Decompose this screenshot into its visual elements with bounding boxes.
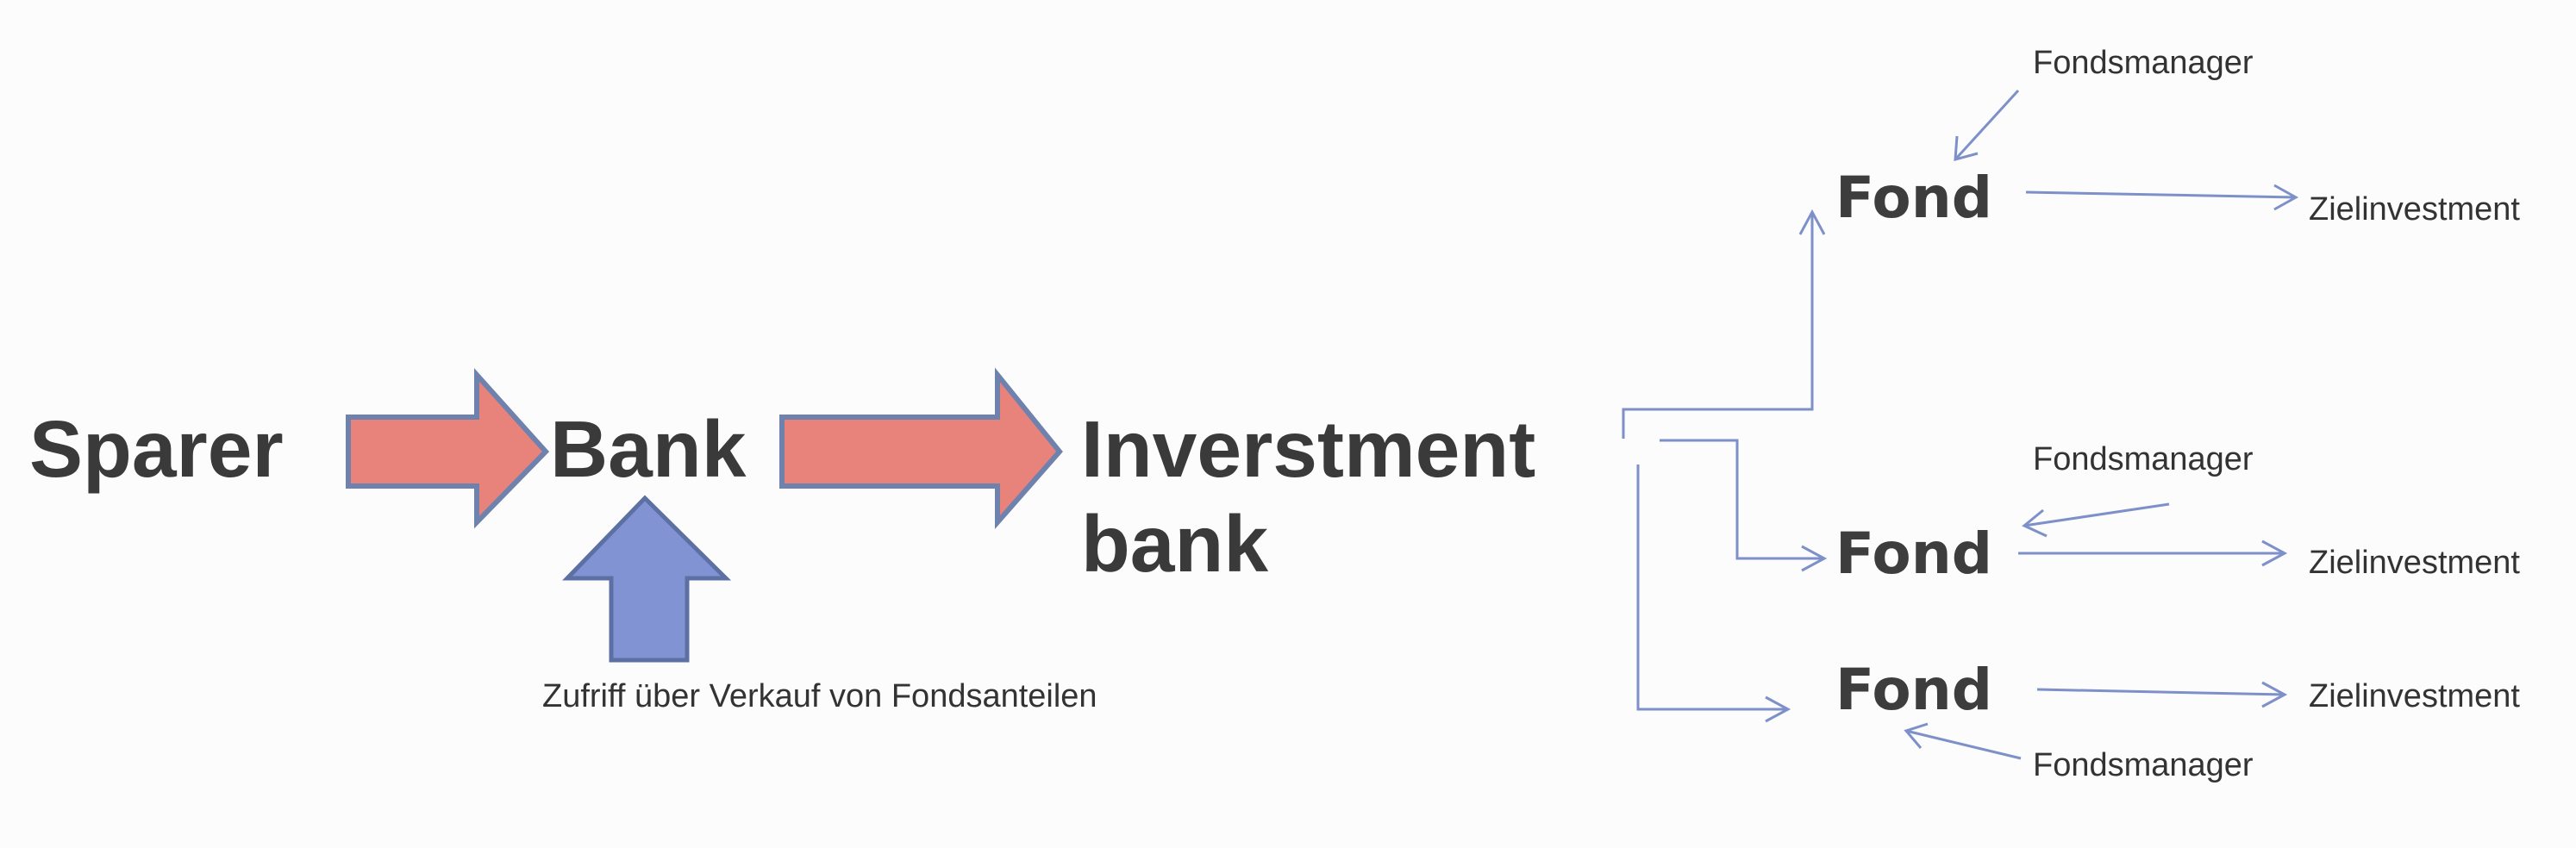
manager-arrow-1 (1954, 89, 2020, 161)
fund-3-manager: Fondsmanager (2033, 747, 2254, 783)
sparer-label: Sparer (29, 404, 284, 494)
fund-1-label: Fond (1835, 165, 1992, 231)
fund-3-target: Zielinvestment (2309, 678, 2520, 714)
connector-to-fund-1 (1622, 212, 1814, 439)
arrowhead-fund-1 (1798, 209, 1826, 235)
access-caption: Zufriff über Verkauf von Fondsanteilen (542, 678, 1097, 714)
connector-to-fund-3 (1636, 465, 1788, 711)
target-arrowhead-1 (2273, 184, 2299, 211)
connector-to-fund-2 (1660, 439, 1824, 560)
fund-2-target: Zielinvestment (2309, 545, 2520, 581)
fund-1-target: Zielinvestment (2309, 191, 2520, 228)
target-arrowhead-2 (2261, 539, 2288, 567)
manager-arrowhead-1 (1954, 135, 1979, 161)
investment-bank-label-line1: Inverstment (1081, 404, 1535, 494)
target-arrow-1 (2025, 190, 2297, 199)
arrow-sparer-to-bank (346, 368, 550, 529)
manager-arrowhead-3 (1904, 722, 1929, 749)
target-arrowhead-3 (2261, 681, 2288, 708)
manager-arrowhead-2 (2022, 508, 2048, 538)
fund-2-manager: Fondsmanager (2033, 441, 2254, 477)
manager-arrow-2 (2023, 502, 2170, 527)
bank-label: Bank (550, 404, 747, 494)
fund-2-label: Fond (1835, 521, 1992, 587)
arrowhead-fund-2 (1801, 545, 1828, 572)
arrow-bank-to-investmentbank (779, 367, 1063, 529)
arrowhead-fund-3 (1765, 695, 1791, 723)
investment-bank-label-line2: bank (1081, 499, 1268, 589)
manager-arrow-3 (1905, 729, 2022, 760)
fund-1-manager: Fondsmanager (2033, 45, 2254, 81)
target-arrow-3 (2036, 688, 2285, 696)
up-arrow-access (562, 495, 732, 663)
fund-3-label: Fond (1835, 657, 1992, 723)
